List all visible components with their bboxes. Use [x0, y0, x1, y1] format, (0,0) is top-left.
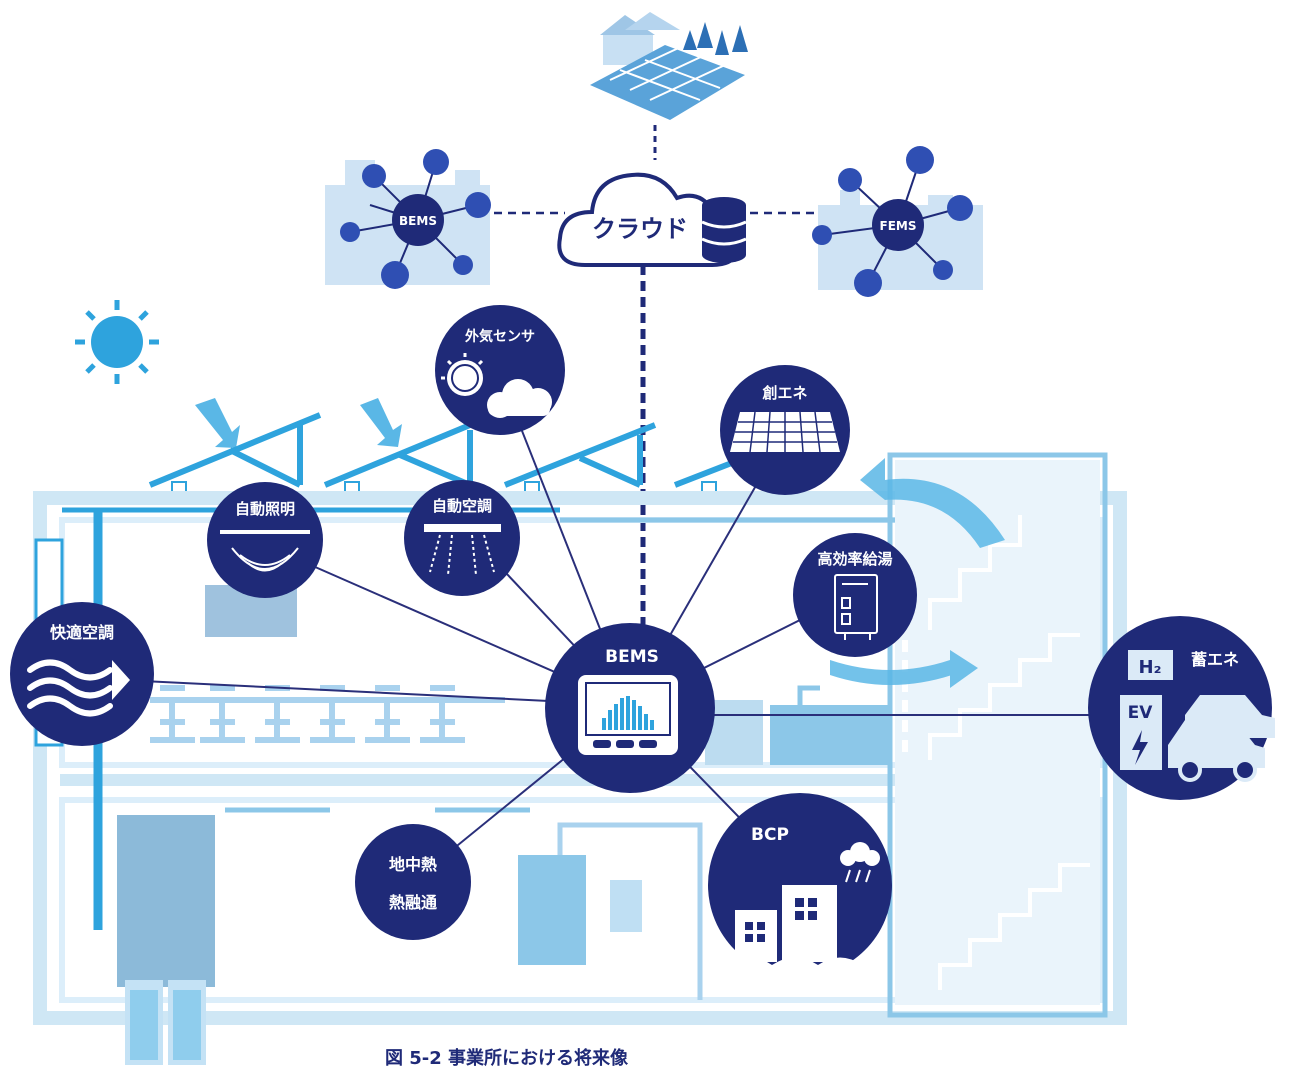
sunlight-arrow-icon	[195, 398, 402, 448]
rooftop-solar-panels	[148, 412, 762, 488]
outside-sensor-label: 外気センサ	[465, 328, 535, 345]
comfort-aircon-label: 快適空調	[50, 623, 114, 642]
airflow-arrow-icon	[830, 458, 1005, 688]
bems-hub-label: BEMS	[605, 647, 659, 667]
auto-lighting-label: 自動照明	[235, 500, 295, 518]
cloud-label: クラウド	[592, 215, 688, 243]
database-icon	[701, 197, 747, 263]
hydrogen-label: H₂	[1139, 657, 1162, 678]
staircase	[928, 515, 1090, 990]
solar-village-icon	[590, 12, 748, 120]
auto-aircon-label: 自動空調	[432, 497, 492, 515]
comfort-aircon-node: 快適空調	[10, 602, 154, 746]
geothermal-label-2: 熱融通	[389, 893, 437, 912]
fems-network-icon: FEMS	[812, 146, 983, 297]
bems-network-icon: BEMS	[325, 149, 491, 289]
fems-network-label: FEMS	[880, 219, 917, 233]
airflow-wave-icon	[27, 659, 130, 717]
basement-equipment	[117, 815, 703, 1065]
bcp-node: BCP	[708, 793, 892, 985]
energy-storage-node: 蓄エネ H₂ EV	[1088, 616, 1275, 800]
figure-caption: 図 5-2 事業所における将来像	[385, 1047, 629, 1069]
solar-panel-icon	[730, 411, 840, 453]
rain-cloud-icon	[840, 842, 880, 883]
monitor-icon	[578, 675, 678, 755]
energy-creation-label: 創エネ	[761, 384, 807, 402]
ev-label: EV	[1128, 703, 1154, 723]
cloud-weather-icon	[487, 379, 552, 418]
flood-buildings-icon	[728, 885, 862, 985]
hydrogen-station-icon: H₂ EV	[1120, 650, 1173, 770]
outside-sensor-node: 外気センサ	[435, 305, 565, 435]
bems-hub-node: BEMS	[545, 623, 715, 793]
hot-water-label: 高効率給湯	[817, 550, 892, 568]
ceiling-light-icon	[220, 530, 310, 572]
sun-icon	[75, 300, 159, 384]
bems-network-label: BEMS	[399, 214, 437, 228]
water-heater-icon	[834, 574, 878, 640]
auto-aircon-node: 自動空調	[404, 480, 520, 596]
car-icon	[1168, 695, 1275, 782]
bcp-label: BCP	[751, 825, 789, 845]
kitchen-unit	[705, 640, 908, 765]
geothermal-label-1: 地中熱	[389, 855, 437, 874]
aircon-vent-icon	[424, 524, 501, 576]
cloud-icon: クラウド	[557, 172, 743, 267]
energy-storage-label: 蓄エネ	[1191, 650, 1239, 669]
hot-water-node: 高効率給湯	[793, 533, 917, 657]
energy-creation-node: 創エネ	[720, 365, 850, 495]
auto-lighting-node: 自動照明	[207, 482, 323, 598]
geothermal-node: 地中熱 熱融通	[355, 824, 471, 940]
